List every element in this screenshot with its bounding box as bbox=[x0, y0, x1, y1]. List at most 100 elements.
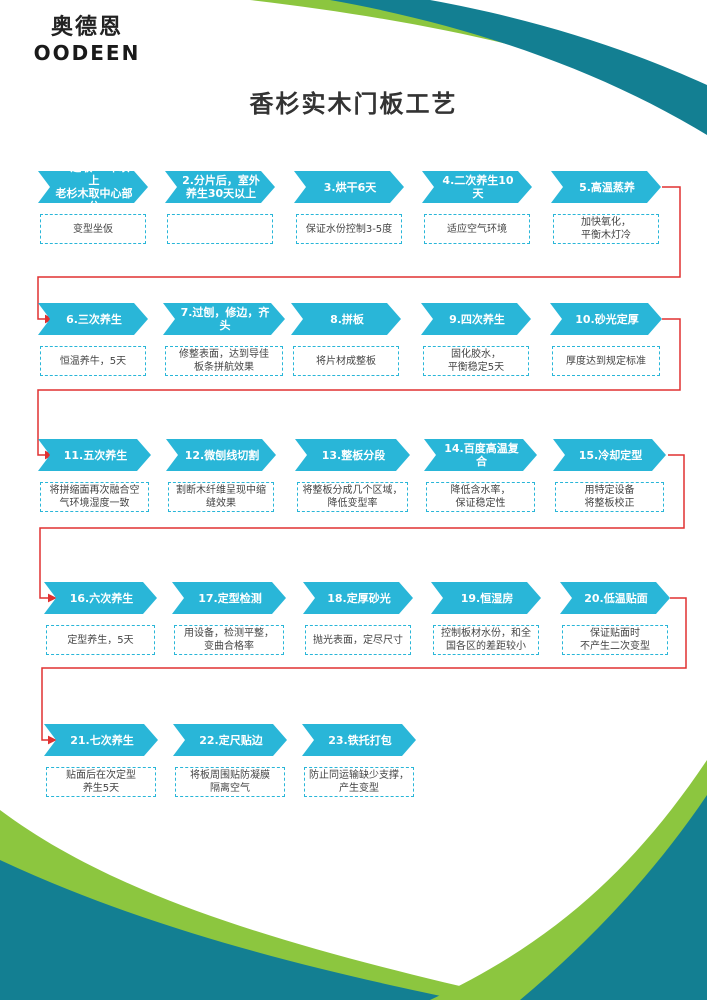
step-chevron: 23.铁托打包 bbox=[302, 724, 416, 756]
step-chevron: 18.定厚砂光 bbox=[303, 582, 413, 614]
step-label: 6.三次养生 bbox=[66, 312, 122, 326]
step-description-box: 贴面后在次定型 养生5天 bbox=[46, 767, 156, 797]
step-chevron: 5.高温蒸养 bbox=[551, 171, 661, 203]
bottom-right-teal bbox=[520, 795, 707, 1000]
step-label: 13.整板分段 bbox=[321, 448, 386, 462]
step-label: 8.拼板 bbox=[330, 312, 364, 326]
step-description-box: 防止同运输缺少支撑， 产生变型 bbox=[304, 767, 414, 797]
step-label: 15.冷却定型 bbox=[578, 448, 643, 462]
step-description: 将片材成整板 bbox=[316, 355, 376, 367]
step-description-box: 用特定设备 将整板校正 bbox=[555, 482, 664, 512]
step-label: 12.微刨线切割 bbox=[184, 448, 260, 462]
step-label: 21.七次养生 bbox=[70, 733, 134, 747]
step-label: 20.低温贴面 bbox=[584, 591, 648, 605]
step-description: 将板周围贴防凝膜 隔离空气 bbox=[190, 770, 270, 794]
process-step: 1.选取15年以上 老杉木取中心部分变型坐仮 bbox=[38, 171, 148, 253]
step-label: 7.过刨，修边，齐头 bbox=[180, 306, 270, 332]
step-description-box: 保证贴面时 不产生二次变型 bbox=[562, 625, 668, 655]
step-description-box: 恒温养牛，5天 bbox=[40, 346, 146, 376]
process-step: 9.四次养生固化胶水， 平衡稳定5天 bbox=[421, 303, 531, 385]
step-description-box: 保证水份控制3-5度 bbox=[296, 214, 402, 244]
step-chevron: 12.微刨线切割 bbox=[166, 439, 276, 471]
process-step: 10.砂光定厚厚度达到规定标准 bbox=[550, 303, 662, 385]
process-step: 18.定厚砂光抛光表面，定尽尺寸 bbox=[303, 582, 413, 664]
step-label: 19.恒湿房 bbox=[460, 591, 514, 605]
step-chevron: 15.冷却定型 bbox=[553, 439, 666, 471]
step-description-box: 将片材成整板 bbox=[293, 346, 399, 376]
step-chevron: 19.恒湿房 bbox=[431, 582, 541, 614]
process-step: 8.拼板将片材成整板 bbox=[291, 303, 401, 385]
step-description: 贴面后在次定型 养生5天 bbox=[66, 770, 136, 794]
step-description-box: 将整板分成几个区域， 降低变型率 bbox=[297, 482, 408, 512]
process-step: 5.高温蒸养加快氧化， 平衡木灯冷 bbox=[551, 171, 661, 253]
step-label: 4.二次养生10天 bbox=[442, 174, 514, 200]
step-label: 3.烘干6天 bbox=[323, 180, 377, 194]
process-step: 14.百度高温复合降低含水率， 保证稳定性 bbox=[424, 439, 537, 521]
step-chevron: 3.烘干6天 bbox=[294, 171, 404, 203]
step-label: 22.定尺贴边 bbox=[199, 733, 263, 747]
step-chevron: 8.拼板 bbox=[291, 303, 401, 335]
step-description: 将整板分成几个区域， 降低变型率 bbox=[302, 485, 403, 509]
step-description-box: 固化胶水， 平衡稳定5天 bbox=[423, 346, 529, 376]
step-description-box: 控制板材水份，和全 国各区的差距较小 bbox=[433, 625, 539, 655]
step-chevron: 21.七次养生 bbox=[44, 724, 158, 756]
step-description: 控制板材水份，和全 国各区的差距较小 bbox=[441, 628, 531, 652]
step-chevron: 4.二次养生10天 bbox=[422, 171, 532, 203]
step-description: 变型坐仮 bbox=[73, 223, 113, 235]
step-description-box: 用设备，检测平整， 变曲合格率 bbox=[174, 625, 284, 655]
step-description-box: 加快氧化， 平衡木灯冷 bbox=[553, 214, 659, 244]
step-label: 9.四次养生 bbox=[449, 312, 505, 326]
step-description-box: 将板周围贴防凝膜 隔离空气 bbox=[175, 767, 285, 797]
process-step: 13.整板分段将整板分成几个区域， 降低变型率 bbox=[295, 439, 410, 521]
step-label: 18.定厚砂光 bbox=[327, 591, 391, 605]
step-label: 14.百度高温复合 bbox=[444, 442, 519, 468]
step-description: 保证水份控制3-5度 bbox=[305, 223, 393, 235]
step-description: 抛光表面，定尽尺寸 bbox=[313, 634, 403, 646]
step-description-box: 厚度达到规定标准 bbox=[552, 346, 660, 376]
step-chevron: 7.过刨，修边，齐头 bbox=[163, 303, 285, 335]
step-description-box bbox=[167, 214, 273, 244]
step-label: 10.砂光定厚 bbox=[575, 312, 639, 326]
process-step: 16.六次养生定型养生，5天 bbox=[44, 582, 157, 664]
step-description-box: 适应空气环境 bbox=[424, 214, 530, 244]
step-description: 割断木纤维呈现中缩 缝效果 bbox=[176, 485, 266, 509]
step-description: 用特定设备 将整板校正 bbox=[584, 485, 635, 509]
step-description: 固化胶水， 平衡稳定5天 bbox=[447, 349, 505, 373]
process-step: 3.烘干6天保证水份控制3-5度 bbox=[294, 171, 404, 253]
step-chevron: 6.三次养生 bbox=[38, 303, 148, 335]
step-description-box: 降低含水率， 保证稳定性 bbox=[426, 482, 535, 512]
step-description-box: 变型坐仮 bbox=[40, 214, 146, 244]
process-step: 20.低温贴面保证贴面时 不产生二次变型 bbox=[560, 582, 670, 664]
step-label: 2.分片后，室外 养生30天以上 bbox=[182, 174, 260, 200]
brand-name-cn: 奥德恩 bbox=[50, 14, 123, 40]
step-description-box: 修整表面，达到导佳 板条拼航效果 bbox=[165, 346, 283, 376]
process-step: 12.微刨线切割割断木纤维呈现中缩 缝效果 bbox=[166, 439, 276, 521]
step-description: 恒温养牛，5天 bbox=[59, 355, 127, 367]
bottom-teal-swoosh bbox=[0, 860, 460, 1000]
step-description: 将拼缩面再次融合空 气环境湿度一致 bbox=[49, 485, 140, 509]
process-step: 17.定型检测用设备，检测平整， 变曲合格率 bbox=[172, 582, 286, 664]
step-description: 修整表面，达到导佳 板条拼航效果 bbox=[179, 349, 269, 373]
process-step: 2.分片后，室外 养生30天以上 bbox=[165, 171, 275, 253]
step-description: 适应空气环境 bbox=[447, 223, 507, 235]
step-description: 保证贴面时 不产生二次变型 bbox=[580, 628, 650, 652]
step-label: 5.高温蒸养 bbox=[579, 180, 635, 194]
step-description: 防止同运输缺少支撑， 产生变型 bbox=[309, 770, 409, 794]
step-chevron: 2.分片后，室外 养生30天以上 bbox=[165, 171, 275, 203]
step-chevron: 13.整板分段 bbox=[295, 439, 410, 471]
step-label: 16.六次养生 bbox=[69, 591, 134, 605]
step-chevron: 14.百度高温复合 bbox=[424, 439, 537, 471]
step-label: 11.五次养生 bbox=[63, 448, 128, 462]
step-chevron: 1.选取15年以上 老杉木取中心部分 bbox=[38, 171, 148, 203]
brand-logo: 奥德恩 OODEEN bbox=[22, 14, 152, 66]
step-description-box: 定型养生，5天 bbox=[46, 625, 155, 655]
step-chevron: 10.砂光定厚 bbox=[550, 303, 662, 335]
process-step: 11.五次养生将拼缩面再次融合空 气环境湿度一致 bbox=[38, 439, 151, 521]
step-description: 降低含水率， 保证稳定性 bbox=[450, 485, 511, 509]
process-step: 19.恒湿房控制板材水份，和全 国各区的差距较小 bbox=[431, 582, 541, 664]
step-description: 定型养生，5天 bbox=[67, 634, 134, 646]
step-chevron: 20.低温贴面 bbox=[560, 582, 670, 614]
step-label: 23.铁托打包 bbox=[328, 733, 392, 747]
process-step: 15.冷却定型用特定设备 将整板校正 bbox=[553, 439, 666, 521]
